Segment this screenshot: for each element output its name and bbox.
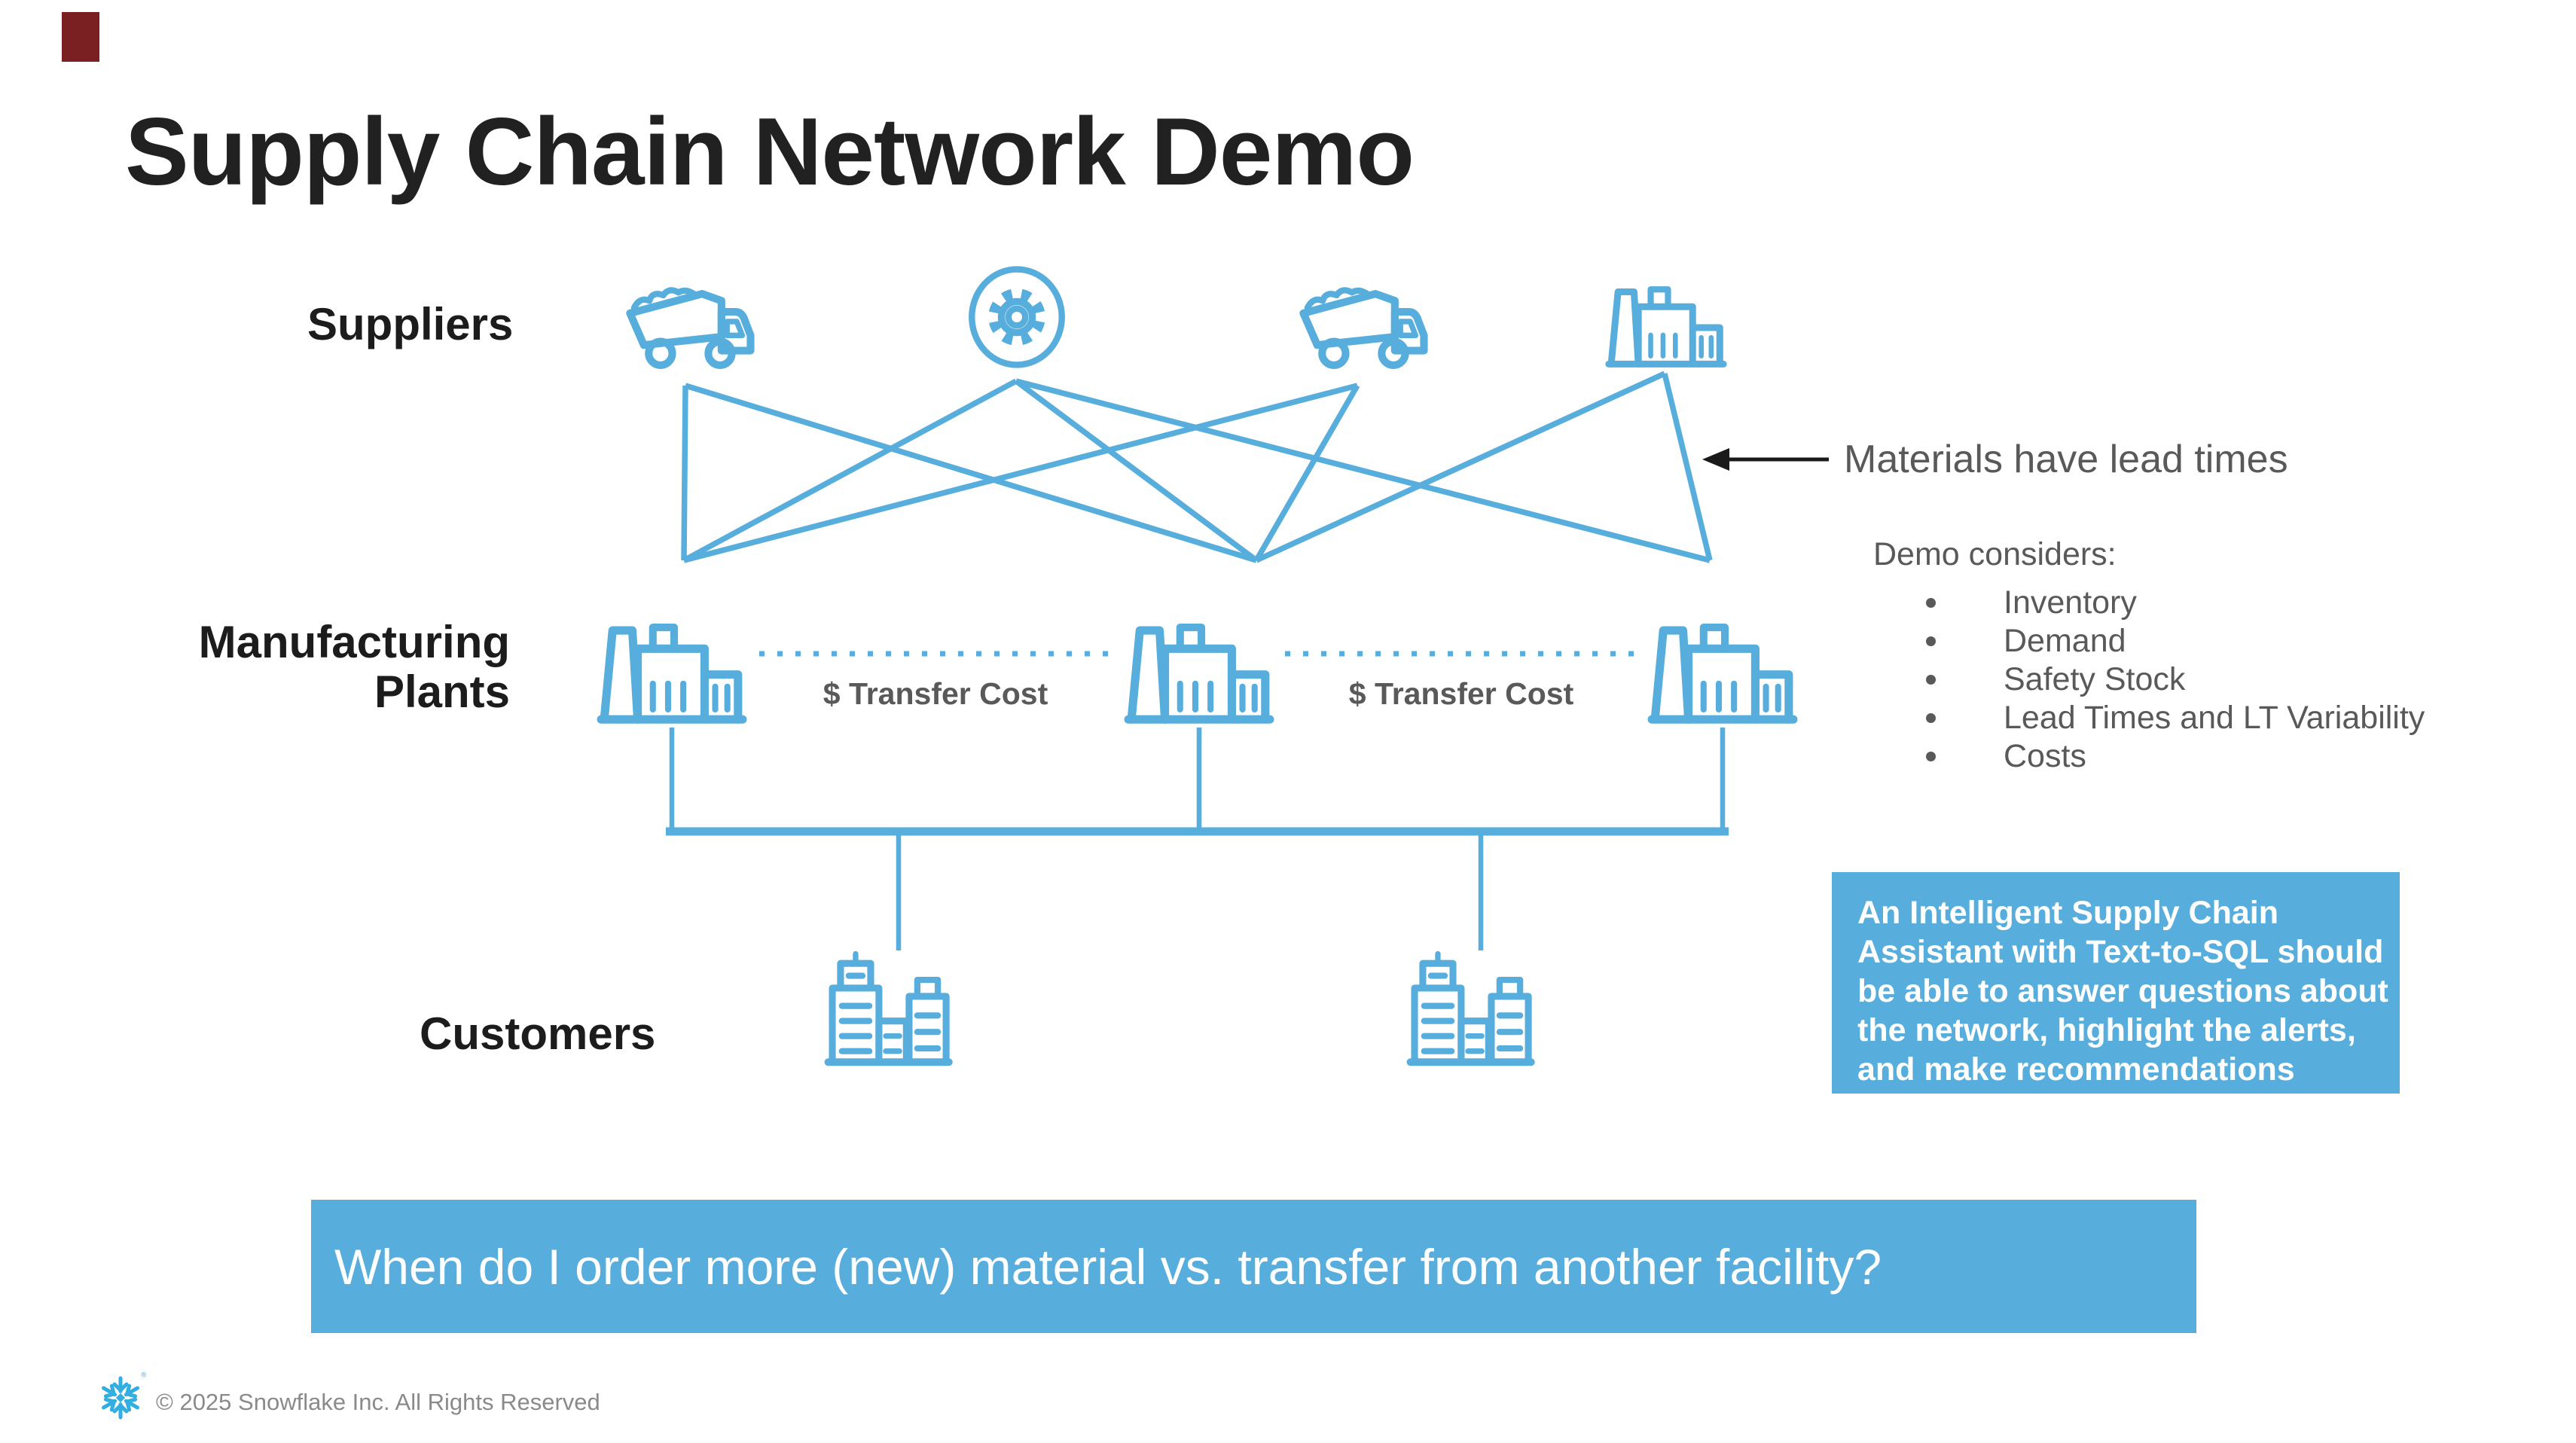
- callout-text-line: the network, highlight the alerts,: [1857, 1012, 2356, 1048]
- list-item-label: Inventory: [2004, 584, 2137, 621]
- list-item: Demand: [1873, 622, 2425, 660]
- list-item: Safety Stock: [1873, 660, 2425, 699]
- supplier-dump-truck-icon-1: [616, 268, 755, 374]
- callout-text-line: An Intelligent Supply Chain: [1857, 895, 2278, 931]
- list-item-label: Costs: [2004, 738, 2086, 774]
- demo-considers-block: Demo considers: Inventory Demand Safety …: [1873, 536, 2425, 776]
- supplier-dump-truck-icon-2: [1290, 268, 1428, 374]
- bullet-icon: [1926, 598, 1936, 608]
- customers-row-label: Customers: [420, 1008, 656, 1059]
- list-item-label: Safety Stock: [2004, 661, 2186, 697]
- lead-time-arrow-icon: [1702, 448, 1829, 471]
- list-item-label: Lead Times and LT Variability: [2004, 700, 2425, 736]
- customer-city-icon-2: [1399, 943, 1537, 1078]
- callout-box: An Intelligent Supply Chain Assistant wi…: [1832, 872, 2400, 1094]
- transfer-cost-label-1: $ Transfer Cost: [823, 676, 1048, 711]
- plant-factory-icon-1: [592, 601, 752, 728]
- callout-text-line: be able to answer questions about: [1857, 973, 2388, 1009]
- registered-mark: ®: [141, 1371, 146, 1379]
- list-item: Lead Times and LT Variability: [1873, 699, 2425, 737]
- callout-text-line: Assistant with Text-to-SQL should: [1857, 934, 2384, 970]
- supply-network-lines: [681, 371, 1713, 563]
- bullet-icon: [1926, 675, 1936, 685]
- supplier-gear-icon: [964, 261, 1070, 374]
- copyright-text: © 2025 Snowflake Inc. All Rights Reserve…: [156, 1389, 600, 1415]
- list-item: Costs: [1873, 737, 2425, 776]
- bullet-icon: [1926, 713, 1936, 723]
- corner-red-tag: [62, 12, 99, 62]
- demo-considers-heading: Demo considers:: [1873, 536, 2117, 572]
- plant-factory-icon-2: [1119, 601, 1279, 728]
- bullet-icon: [1926, 636, 1936, 646]
- distribution-lines: [666, 728, 1729, 950]
- snowflake-logo-icon: ®: [102, 1371, 146, 1420]
- bullet-icon: [1926, 752, 1936, 761]
- supplier-factory-icon: [1601, 268, 1731, 371]
- transfer-cost-label-2: $ Transfer Cost: [1348, 676, 1574, 711]
- manufacturing-label-line2: Plants: [374, 667, 510, 717]
- list-item-label: Demand: [2004, 623, 2126, 659]
- suppliers-row-label: Suppliers: [307, 299, 514, 349]
- list-item: Inventory: [1873, 584, 2425, 622]
- page-title: Supply Chain Network Demo: [125, 98, 1415, 205]
- customer-city-icon-1: [817, 943, 954, 1078]
- callout-text-line: and make recommendations: [1857, 1051, 2295, 1088]
- demo-considers-list: Inventory Demand Safety Stock Lead Times…: [1873, 584, 2425, 776]
- manufacturing-label-line1: Manufacturing: [198, 617, 510, 667]
- question-banner: When do I order more (new) material vs. …: [311, 1200, 2196, 1333]
- plant-factory-icon-3: [1643, 601, 1802, 728]
- question-banner-text: When do I order more (new) material vs. …: [334, 1238, 1882, 1295]
- manufacturing-row-label: Manufacturing Plants: [171, 618, 510, 717]
- lead-time-note: Materials have lead times: [1844, 438, 2288, 481]
